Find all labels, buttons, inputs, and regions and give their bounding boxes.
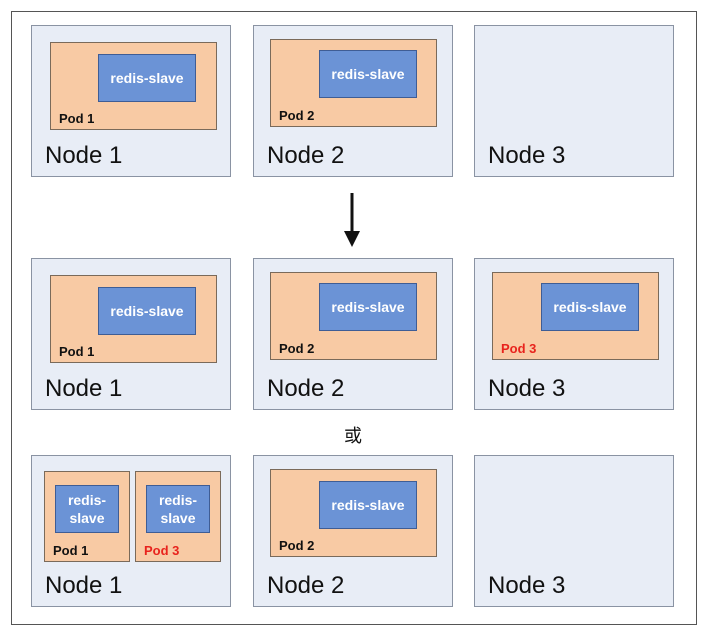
row1-pod-1: redis-slave Pod 1 [50,42,217,130]
row3-node-1: redis- slave Pod 1 redis- slave Pod 3 No… [31,455,231,607]
down-arrow-icon [344,193,360,247]
row2-pod-3: redis-slave Pod 3 [492,272,659,360]
row3-pod-2: redis-slave Pod 2 [270,469,437,557]
row2-pod-1-container: redis-slave [98,287,196,335]
row3-pod-1-label: Pod 1 [53,543,89,558]
row2-node-2-label: Node 2 [267,375,345,402]
row1-pod-1-label: Pod 1 [59,111,95,126]
row2-pod-2-label: Pod 2 [279,341,315,356]
row3-pod-3-label: Pod 3 [144,543,180,558]
row3-pod-1: redis- slave Pod 1 [44,471,130,562]
row3-node-2: redis-slave Pod 2 Node 2 [253,455,453,607]
row2-pod-2-container: redis-slave [319,283,417,331]
row3-pod-2-container: redis-slave [319,481,417,529]
row1-node-1-label: Node 1 [45,142,123,169]
row3-node-3-label: Node 3 [488,572,566,599]
row2-node-1: redis-slave Pod 1 Node 1 [31,258,231,410]
row3-pod-1-container: redis- slave [55,485,119,533]
row2-pod-3-label: Pod 3 [501,341,537,356]
row1-pod-2-container: redis-slave [319,50,417,98]
row2-pod-2: redis-slave Pod 2 [270,272,437,360]
row2-pod-3-container: redis-slave [541,283,639,331]
row2-node-2: redis-slave Pod 2 Node 2 [253,258,453,410]
row3-pod-3-container: redis- slave [146,485,210,533]
row1-node-3-label: Node 3 [488,142,566,169]
or-label: 或 [344,426,362,447]
row1-pod-2: redis-slave Pod 2 [270,39,437,127]
row2-node-1-label: Node 1 [45,375,123,402]
row2-pod-1-label: Pod 1 [59,344,95,359]
row1-node-2-label: Node 2 [267,142,345,169]
row3-node-2-label: Node 2 [267,572,345,599]
row3-pod-3: redis- slave Pod 3 [135,471,221,562]
row1-node-3: Node 3 [474,25,674,177]
row1-pod-1-container: redis-slave [98,54,196,102]
row2-node-3: redis-slave Pod 3 Node 3 [474,258,674,410]
row3-node-3: Node 3 [474,455,674,607]
row2-node-3-label: Node 3 [488,375,566,402]
row3-node-1-label: Node 1 [45,572,123,599]
row1-node-1: redis-slave Pod 1 Node 1 [31,25,231,177]
row3-pod-2-label: Pod 2 [279,538,315,553]
row1-node-2: redis-slave Pod 2 Node 2 [253,25,453,177]
row1-pod-2-label: Pod 2 [279,108,315,123]
row2-pod-1: redis-slave Pod 1 [50,275,217,363]
